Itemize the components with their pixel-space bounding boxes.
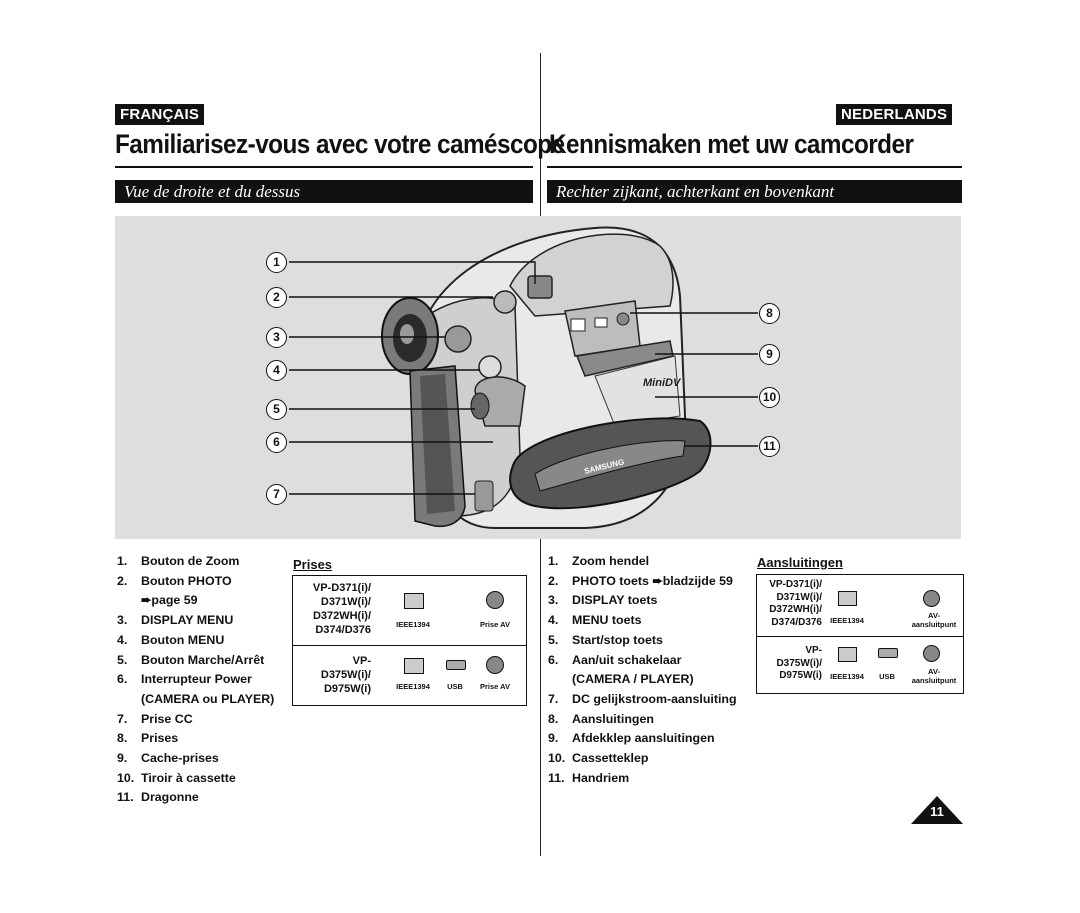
page-number-badge [911, 796, 963, 824]
ieee1394-port-icon [404, 593, 424, 609]
callout-2: 2 [266, 287, 287, 308]
av-label: AV-aansluitpunt [911, 611, 957, 629]
minidv-logo: MiniDV [643, 377, 682, 389]
model-list-1: VP-D371(i)/ D371W(i)/ D372WH(i)/ D374/D3… [312, 582, 371, 636]
av-jack-icon [923, 590, 940, 607]
camcorder-illustration: MiniDV SAMSUNG [289, 226, 758, 529]
list-item: 11.Dragonne [117, 790, 199, 805]
page-number: 11 [930, 804, 944, 819]
list-item: (CAMERA ou PLAYER) [141, 691, 275, 706]
list-item: 2.PHOTO toets ➨bladzijde 59 [548, 573, 733, 588]
list-item: 5.Start/stop toets [548, 632, 663, 647]
list-item: 1.Bouton de Zoom [117, 554, 240, 568]
page-title-fr: Familiarisez-vous avec votre caméscope [115, 129, 565, 159]
parts-list-fr: 1.Bouton de Zoom 2.Bouton PHOTO ➨page 59… [117, 552, 287, 808]
usb-label: USB [879, 672, 895, 681]
list-item: ➨page 59 [141, 593, 198, 608]
list-item: (CAMERA / PLAYER) [572, 672, 694, 687]
list-item: 10.Tiroir à cassette [117, 770, 236, 785]
model-list-2: VP- D375W(i)/ D975W(i) [320, 655, 371, 695]
connectors-title-nl: Aansluitingen [757, 555, 843, 570]
ieee1394-label: IEEE1394 [396, 620, 430, 629]
list-item: 3.DISPLAY toets [548, 593, 658, 608]
ieee1394-port-icon [838, 591, 857, 606]
section-heading-fr: Vue de droite et du dessus [115, 180, 533, 203]
av-jack-icon [486, 591, 504, 609]
callout-4: 4 [266, 360, 287, 381]
list-item: 7.Prise CC [117, 711, 193, 726]
callout-7: 7 [266, 484, 287, 505]
callout-3: 3 [266, 327, 287, 348]
callout-1: 1 [266, 252, 287, 273]
av-label: Prise AV [479, 620, 510, 629]
callout-9: 9 [759, 344, 780, 365]
av-jack-icon [486, 656, 504, 674]
callout-6: 6 [266, 432, 287, 453]
parts-list-nl: 1.Zoom hendel 2.PHOTO toets ➨bladzijde 5… [548, 552, 758, 788]
ieee1394-label: IEEE1394 [830, 672, 864, 681]
list-item: 1.Zoom hendel [548, 554, 650, 568]
av-label: AV-aansluitpunt [911, 667, 957, 685]
list-item: 2.Bouton PHOTO [117, 573, 232, 588]
list-item: 3.DISPLAY MENU [117, 613, 234, 628]
ieee1394-port-icon [404, 658, 424, 674]
callout-11: 11 [759, 436, 780, 457]
callout-10: 10 [759, 387, 780, 408]
ieee1394-label: IEEE1394 [830, 616, 864, 625]
usb-label: USB [447, 682, 463, 691]
list-item: 10.Cassetteklep [548, 751, 649, 766]
list-item: 11.Handriem [548, 770, 630, 785]
list-item: 8.Aansluitingen [548, 711, 654, 726]
list-item: 8.Prises [117, 731, 179, 746]
list-item: 4.Bouton MENU [117, 632, 225, 647]
list-item: 4.MENU toets [548, 613, 642, 628]
model-list-1: VP-D371(i)/ D371W(i)/ D372WH(i)/ D374/D3… [769, 579, 822, 628]
usb-port-icon [878, 648, 898, 658]
list-item: 5.Bouton Marche/Arrêt [117, 652, 265, 667]
av-label: Prise AV [479, 682, 510, 691]
title-rule-fr [115, 166, 533, 168]
list-item: 9.Cache-prises [117, 751, 219, 766]
connectors-title-fr: Prises [293, 557, 333, 572]
usb-port-icon [446, 660, 466, 670]
list-item: 6.Aan/uit schakelaar [548, 652, 682, 667]
list-item: 7.DC gelijkstroom-aansluiting [548, 691, 737, 706]
list-item: 9.Afdekklep aansluitingen [548, 731, 715, 746]
list-item: 6.Interrupteur Power [117, 672, 252, 687]
page-title-nl: Kennismaken met uw camcorder [549, 129, 914, 159]
callout-5: 5 [266, 399, 287, 420]
ieee1394-label: IEEE1394 [396, 682, 430, 691]
ieee1394-port-icon [838, 647, 857, 662]
title-rule-nl [547, 166, 962, 168]
language-badge-nl: NEDERLANDS [836, 104, 953, 125]
connectors-table-nl: VP-D371(i)/ D371W(i)/ D372WH(i)/ D374/D3… [756, 574, 964, 694]
section-heading-nl: Rechter zijkant, achterkant en bovenkant [547, 180, 962, 203]
language-badge-fr: FRANÇAIS [115, 104, 205, 125]
callout-8: 8 [759, 303, 780, 324]
av-jack-icon [923, 645, 940, 662]
model-list-2: VP- D375W(i)/ D975W(i) [776, 645, 822, 681]
connectors-table-fr: VP-D371(i)/ D371W(i)/ D372WH(i)/ D374/D3… [292, 575, 527, 706]
